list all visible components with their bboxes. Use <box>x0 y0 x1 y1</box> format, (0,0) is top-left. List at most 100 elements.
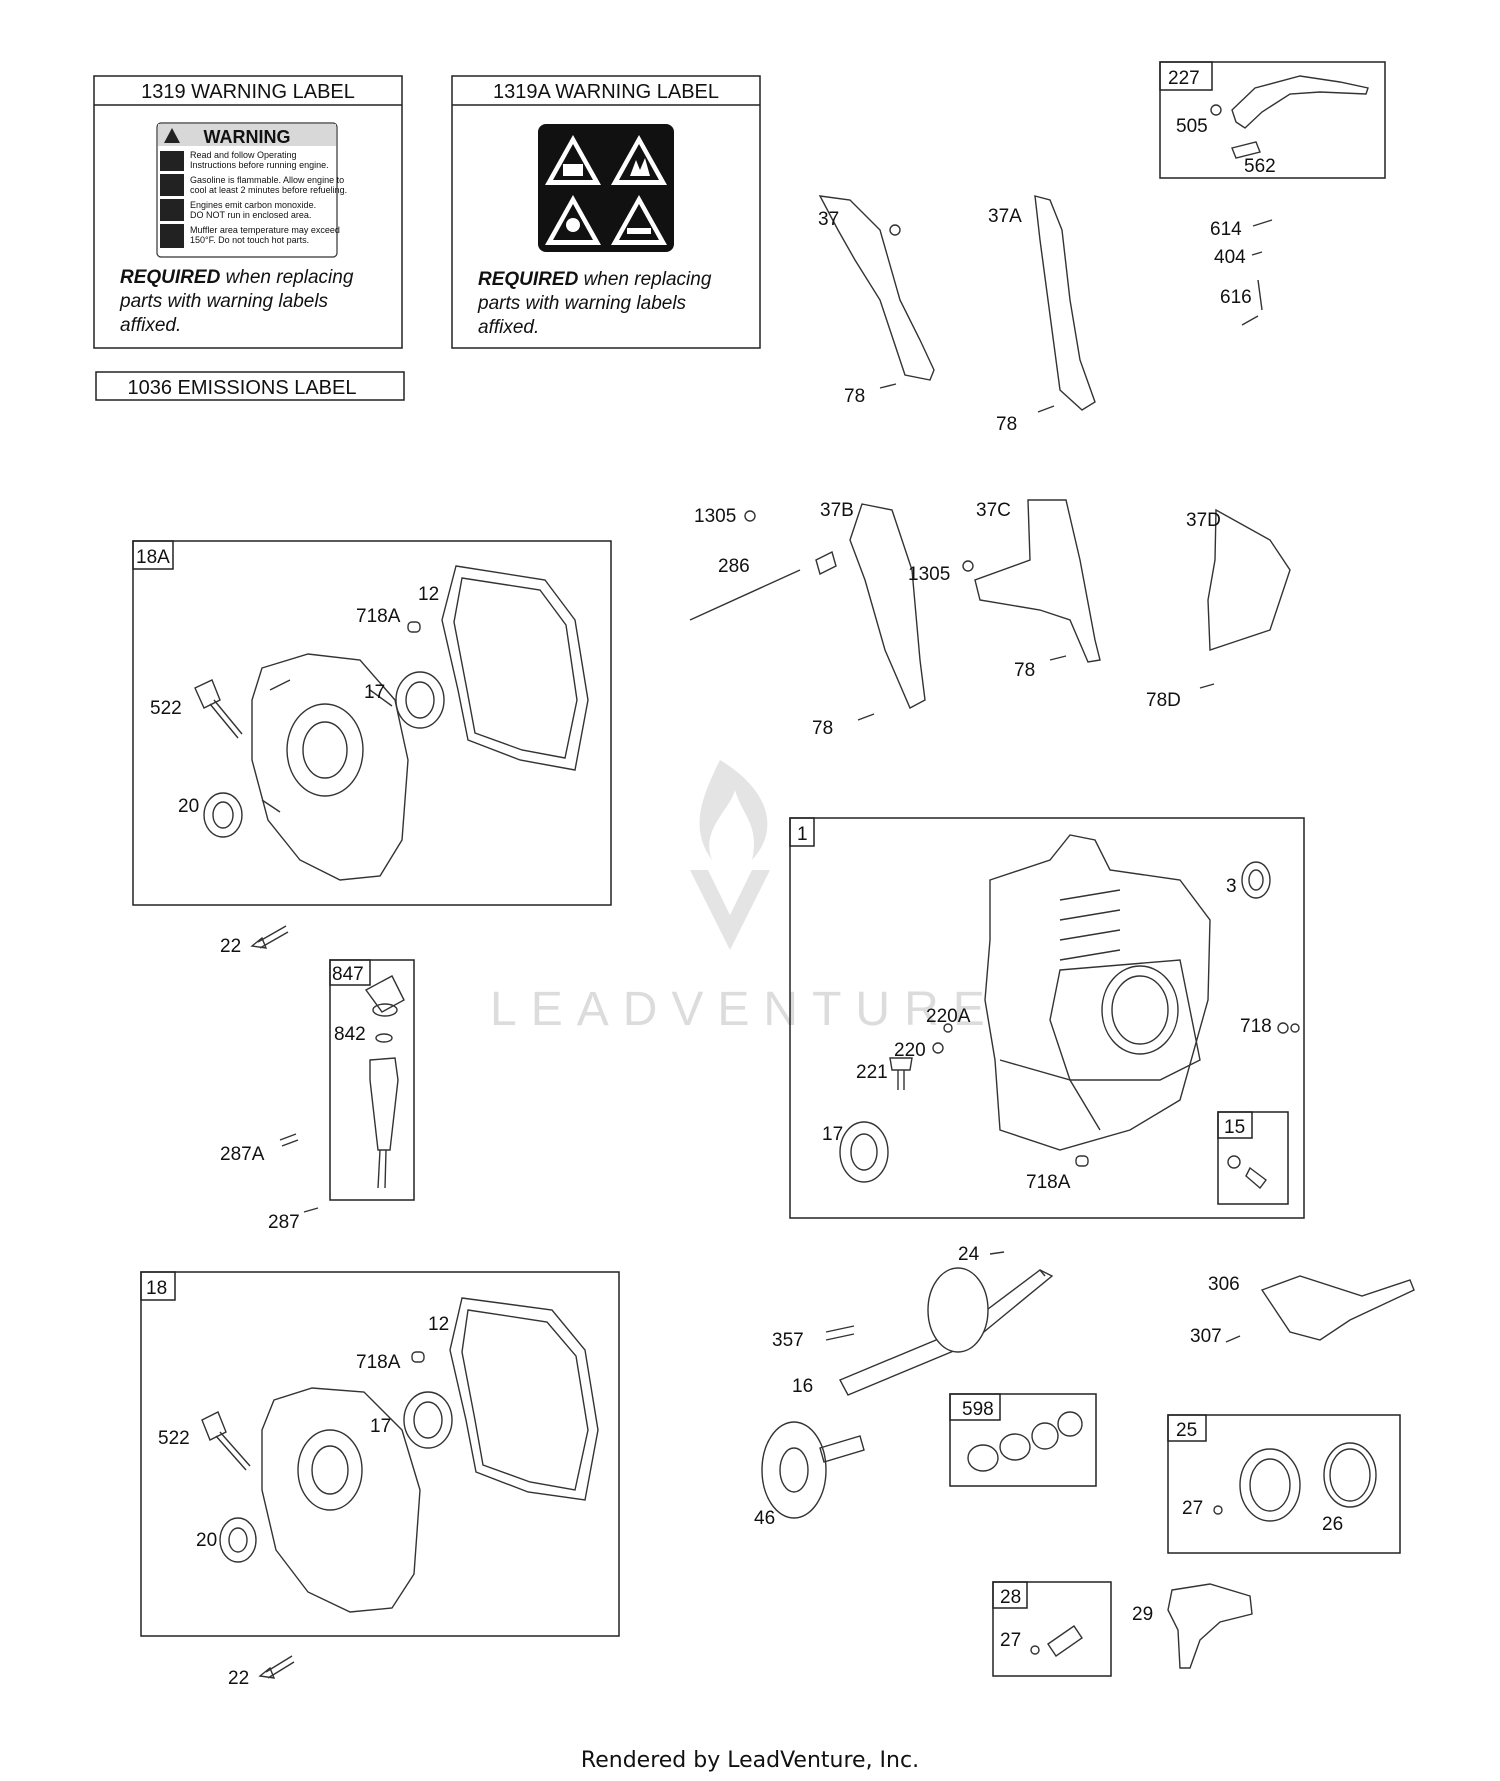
callout: 78 <box>812 718 833 739</box>
callout: 220 <box>894 1040 926 1061</box>
callout: 522 <box>158 1428 190 1449</box>
required-note: REQUIRED when replacing <box>120 267 354 288</box>
box-1: 1 15 <box>789 817 1305 1219</box>
sticker-line: cool at least 2 minutes before refueling… <box>190 185 347 195</box>
required-note-line2: parts with warning labels <box>477 293 687 314</box>
callout: 17 <box>822 1124 843 1145</box>
box-number: 18 <box>146 1278 167 1299</box>
callout: 1305 <box>694 506 736 527</box>
callout: 1305 <box>908 564 950 585</box>
warning-label-1319a: 1319A WARNING LABEL REQUIRED when replac… <box>451 75 761 349</box>
box-number: 227 <box>1168 68 1200 89</box>
warning-label-1319: 1319 WARNING LABEL WARNING Read and foll… <box>93 75 403 349</box>
callout: 505 <box>1176 116 1208 137</box>
required-note: REQUIRED when replacing <box>478 269 712 290</box>
breather-306 <box>1225 1275 1415 1343</box>
box-number: 1 <box>797 824 808 845</box>
box-25: 25 <box>1167 1414 1401 1554</box>
watermark: LEADVENTURE <box>490 760 999 1036</box>
sticker-line: Engines emit carbon monoxide. <box>190 200 316 210</box>
bracket-37d <box>1199 508 1291 689</box>
callout: 842 <box>334 1024 366 1045</box>
callout: 12 <box>428 1314 449 1335</box>
connecting-rod <box>1167 1583 1253 1669</box>
callout: 78D <box>1146 690 1181 711</box>
callout: 306 <box>1208 1274 1240 1295</box>
emissions-label: 1036 EMISSIONS LABEL <box>95 371 405 401</box>
callout: 287 <box>268 1212 300 1233</box>
callout: 287A <box>220 1144 265 1165</box>
callout: 37D <box>1186 510 1221 531</box>
callout: 37C <box>976 500 1011 521</box>
callout: 20 <box>196 1530 217 1551</box>
callout: 22 <box>228 1668 249 1689</box>
box-number: 18A <box>136 547 170 568</box>
callout: 78 <box>996 414 1017 435</box>
sticker-line: Read and follow Operating <box>190 150 297 160</box>
callout: 221 <box>856 1062 888 1083</box>
bracket-37a <box>1034 195 1096 413</box>
callout: 12 <box>418 584 439 605</box>
callout: 17 <box>370 1416 391 1437</box>
callout: 27 <box>1182 1498 1203 1519</box>
callout: 22 <box>220 936 241 957</box>
box-28: 28 <box>992 1581 1112 1677</box>
camshaft <box>761 1421 865 1519</box>
callout: 286 <box>718 556 750 577</box>
callout: 24 <box>958 1244 980 1265</box>
callout: 718A <box>356 606 401 627</box>
bracket-37 <box>818 195 935 389</box>
pictogram-sticker <box>538 124 674 252</box>
callout: 17 <box>364 682 385 703</box>
callout: 37B <box>820 500 854 521</box>
box-number: 25 <box>1176 1420 1197 1441</box>
required-note-line3: affixed. <box>478 317 539 338</box>
callout: 37A <box>988 206 1022 227</box>
callout: 16 <box>792 1376 813 1397</box>
footer-credit: Rendered by LeadVenture, Inc. <box>580 1748 920 1773</box>
callout: 404 <box>1214 247 1246 268</box>
bracket-37c <box>962 499 1101 663</box>
callout: 357 <box>772 1330 804 1351</box>
warning-label-header: 1319A WARNING LABEL <box>493 81 719 103</box>
callout: 78 <box>844 386 865 407</box>
required-note-line3: affixed. <box>120 315 181 336</box>
box-number: 847 <box>332 964 364 985</box>
callout: 78 <box>1014 660 1035 681</box>
callout: 718A <box>1026 1172 1071 1193</box>
bracket-37b <box>689 503 926 709</box>
warning-sticker: WARNING Read and follow Operating Instru… <box>156 122 347 258</box>
box-number: 28 <box>1000 1587 1021 1608</box>
box-847: 847 <box>329 959 415 1201</box>
callout: 718A <box>356 1352 401 1373</box>
warning-label-header: 1319 WARNING LABEL <box>141 81 355 103</box>
callout: 37 <box>818 209 839 230</box>
sticker-line: 150°F. Do not touch hot parts. <box>190 235 309 245</box>
callout: 522 <box>150 698 182 719</box>
callout: 220A <box>926 1006 971 1027</box>
callout: 46 <box>754 1508 775 1529</box>
box-18: 18 <box>140 1271 620 1637</box>
callout: 20 <box>178 796 199 817</box>
required-note-line2: parts with warning labels <box>119 291 329 312</box>
callout: 26 <box>1322 1514 1343 1535</box>
watermark-text: LEADVENTURE <box>490 983 999 1036</box>
callout: 29 <box>1132 1604 1153 1625</box>
box-18a: 18A <box>132 540 612 906</box>
callout: 718 <box>1240 1016 1272 1037</box>
callout: 614 <box>1210 219 1242 240</box>
sticker-line: Instructions before running engine. <box>190 160 329 170</box>
callout: 307 <box>1190 1326 1222 1347</box>
sticker-line: Muffler area temperature may exceed <box>190 225 340 235</box>
callout: 562 <box>1244 156 1276 177</box>
box-number: 15 <box>1224 1117 1245 1138</box>
callout: 3 <box>1226 876 1237 897</box>
crankshaft <box>825 1251 1054 1396</box>
callout: 616 <box>1220 287 1252 308</box>
sticker-line: DO NOT run in enclosed area. <box>190 210 311 220</box>
box-number: 598 <box>962 1399 994 1420</box>
callouts: 505 562 37 37A 614 404 616 78 78 1305 28… <box>150 116 1343 1689</box>
warning-sticker-title: WARNING <box>204 127 291 147</box>
sticker-line: Gasoline is flammable. Allow engine to <box>190 175 344 185</box>
